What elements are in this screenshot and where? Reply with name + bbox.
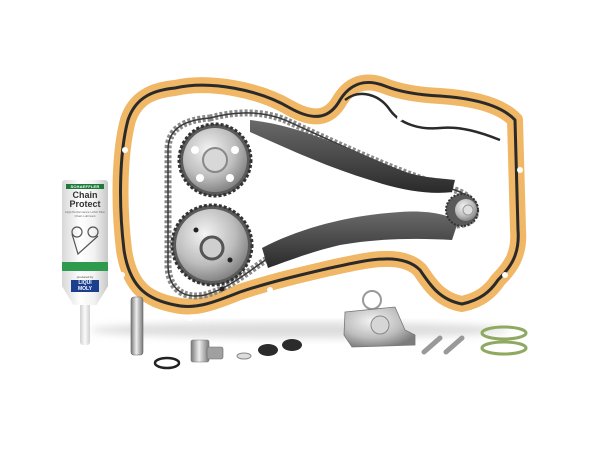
dowel-pin-2 [443,335,465,355]
tube-title-line2: Protect [69,199,101,209]
seal-2 [282,339,302,351]
guide-pin [130,296,144,356]
timing-cover-gasket [112,74,527,321]
ground-shadow [90,322,510,338]
liqui-moly-logo: LIQUI MOLY [71,280,99,292]
chain-diagram-icon [71,226,99,256]
tube-body: SCHAEFFLER Chain Protect High Performanc… [62,180,108,305]
tube-maker-caption: produced by [76,275,94,279]
crankshaft-sprocket [445,193,479,227]
camshaft-sprocket [177,122,253,198]
guide-rail [262,211,458,268]
tube-subtitle: High Performance LASC Plus Chain Lubrica… [65,210,105,218]
chain-tensioner [343,290,416,348]
dowel-pin-1 [421,335,443,355]
o-ring-green-2 [480,340,528,356]
seal-1 [258,344,278,356]
screw-plug [190,339,224,363]
tensioner-rail [250,120,455,193]
o-ring-small [153,356,181,370]
chain-protect-tube: SCHAEFFLER Chain Protect High Performanc… [62,180,108,350]
tube-nozzle [80,305,90,345]
tube-title: Chain Protect [62,191,108,209]
sealing-washer [236,352,252,360]
camshaft-adjuster-sprocket [170,203,254,292]
o-ring-green-1 [480,325,528,341]
tube-brand: SCHAEFFLER [66,184,104,189]
tube-green-band [62,262,108,271]
tube-title-line1: Chain [72,190,98,200]
